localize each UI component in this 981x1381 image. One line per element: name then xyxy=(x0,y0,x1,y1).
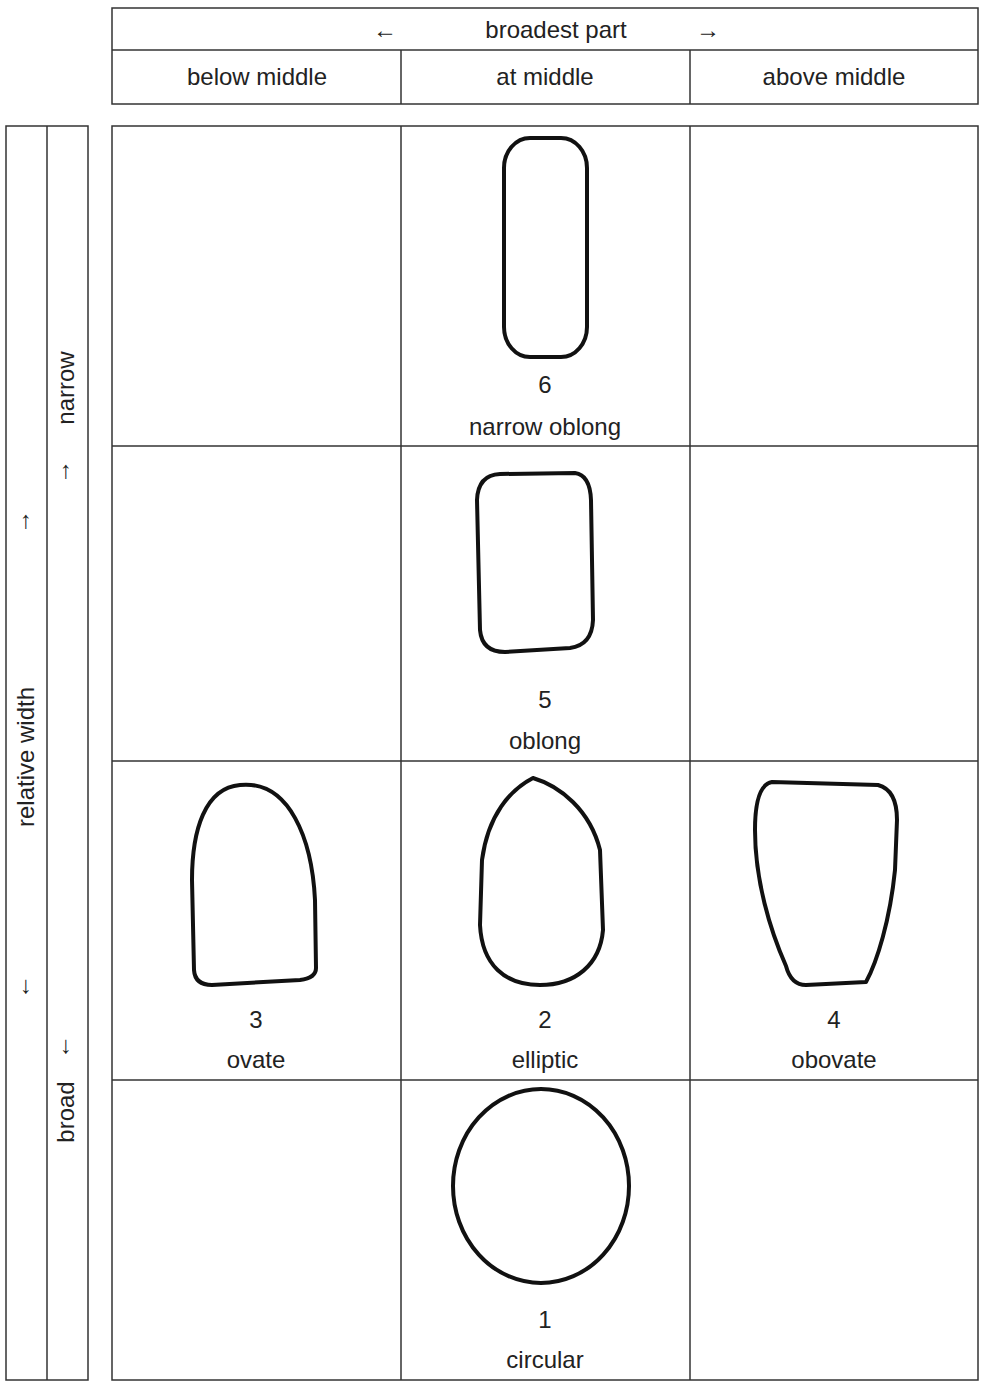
header-divider xyxy=(400,50,402,104)
shape-name: obovate xyxy=(791,1047,876,1073)
axis-end-label: broad xyxy=(53,1081,79,1142)
column-heading: at middle xyxy=(496,64,593,90)
axis-arrow: ↓ xyxy=(60,1032,72,1058)
callout-number: 2 xyxy=(538,1007,551,1033)
shape-name: oblong xyxy=(509,728,581,754)
axis-box xyxy=(6,126,88,1380)
grid-divider xyxy=(400,126,402,1380)
axis-title: relative width xyxy=(13,687,39,827)
callout-number: 3 xyxy=(249,1007,262,1033)
axis-arrow: ↑ xyxy=(60,457,72,483)
header-box xyxy=(112,8,978,104)
grid-rule xyxy=(112,445,978,447)
axis-divider xyxy=(46,126,48,1380)
oblong-shape xyxy=(477,473,593,652)
circular-shape xyxy=(453,1089,629,1283)
shape-name: elliptic xyxy=(512,1047,579,1073)
column-heading: above middle xyxy=(763,64,906,90)
callout-number: 4 xyxy=(827,1007,840,1033)
header-divider xyxy=(689,50,691,104)
axis-title: broadest part xyxy=(485,17,626,43)
axis-arrow: ↓ xyxy=(20,972,32,998)
elliptic-shape xyxy=(480,778,603,985)
callout-number: 5 xyxy=(538,687,551,713)
obovate-shape xyxy=(755,782,897,985)
grid-divider xyxy=(689,126,691,1380)
shape-name: narrow oblong xyxy=(469,414,621,440)
ovate-shape xyxy=(192,785,316,985)
grid-rule xyxy=(112,1079,978,1081)
header-rule xyxy=(112,49,978,51)
axis-arrow: ← xyxy=(373,17,397,43)
axis-arrow: ↑ xyxy=(20,507,32,533)
table-lines xyxy=(6,8,978,1380)
callout-number: 1 xyxy=(538,1307,551,1333)
narrow-oblong-shape xyxy=(504,138,587,357)
column-heading: below middle xyxy=(187,64,327,90)
shape-name: circular xyxy=(506,1347,583,1373)
axis-end-label: narrow xyxy=(53,351,79,424)
leaf-shapes xyxy=(192,138,897,1283)
grid-box xyxy=(112,126,978,1380)
callout-number: 6 xyxy=(538,372,551,398)
grid-rule xyxy=(112,760,978,762)
shape-name: ovate xyxy=(227,1047,286,1073)
axis-arrow: → xyxy=(696,17,720,43)
